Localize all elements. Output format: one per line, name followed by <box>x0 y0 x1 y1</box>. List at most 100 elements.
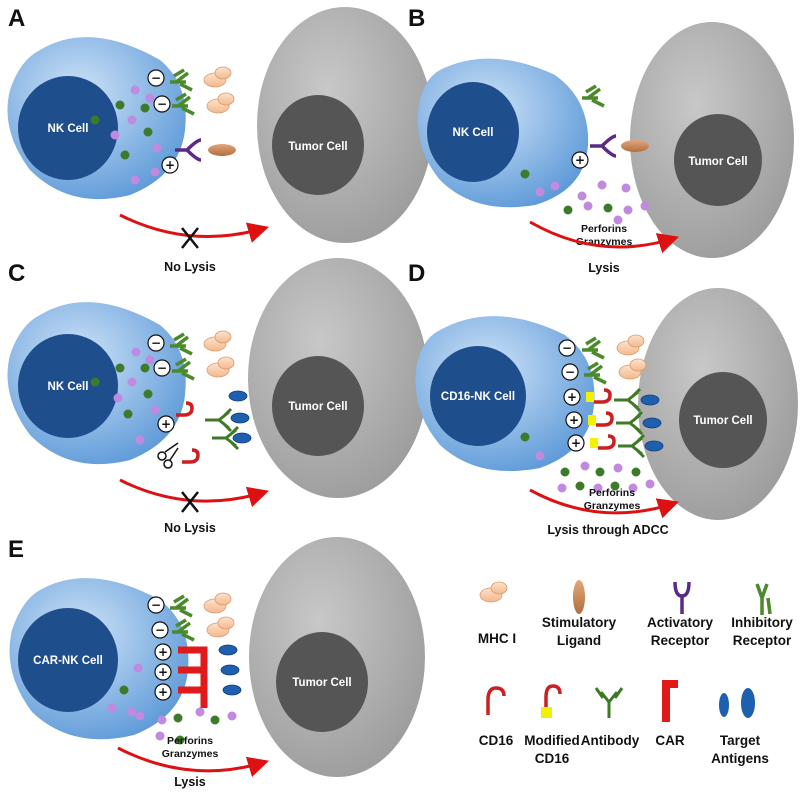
release-line2-d: Granzymes <box>584 500 641 512</box>
legend-cd16: CD16 <box>479 686 514 748</box>
nk-label-e: CAR-NK Cell <box>33 655 103 667</box>
legend-stim-line1: Stimulatory <box>542 615 617 630</box>
activatory-receptor-icon <box>673 581 691 614</box>
receptors-d: − − + + + <box>558 334 664 459</box>
legend-car: CAR <box>655 680 685 748</box>
target-antigen-icon <box>741 688 755 718</box>
svg-text:+: + <box>161 417 171 431</box>
svg-text:−: − <box>157 97 167 111</box>
legend-antibody-label: Antibody <box>581 733 640 748</box>
granules-e <box>107 663 237 745</box>
tumor-label-d: Tumor Cell <box>693 415 752 427</box>
cd16-icon <box>486 686 506 715</box>
legend-car-label: CAR <box>655 733 684 748</box>
svg-text:+: + <box>158 685 168 699</box>
legend-target-antigens: Target Antigens <box>711 688 769 766</box>
legend-activatory: Activatory Receptor <box>647 581 714 648</box>
receptors-a: − − + <box>147 66 236 174</box>
svg-text:+: + <box>158 665 168 679</box>
outcome-d: Lysis through ADCC <box>547 523 668 537</box>
legend-tgt-line1: Target <box>720 733 761 748</box>
legend-inhibitory: Inhibitory Receptor <box>731 583 793 648</box>
legend-act-line1: Activatory <box>647 615 714 630</box>
legend-act-line2: Receptor <box>651 633 710 648</box>
outcome-a: No Lysis <box>164 260 216 274</box>
legend-mhc: MHC I <box>478 581 516 646</box>
granules-c <box>90 347 160 445</box>
legend-modified-cd16: Modified CD16 <box>524 684 580 766</box>
inhibitory-receptor-icon <box>755 583 772 615</box>
panel-d: D Tumor Cell CD16-NK Cell − − + + + <box>408 260 798 537</box>
tumor-nucleus-d <box>679 372 767 468</box>
release-line2-e: Granzymes <box>162 748 219 760</box>
panel-letter-a: A <box>8 5 25 32</box>
arrow-b <box>529 220 680 254</box>
granules-b <box>520 169 650 225</box>
svg-text:−: − <box>157 361 167 375</box>
tumor-label-e: Tumor Cell <box>292 677 351 689</box>
legend: MHC I Stimulatory Ligand Activatory Rece… <box>478 580 793 766</box>
svg-text:+: + <box>571 436 581 450</box>
nk-label-c: NK Cell <box>48 381 89 393</box>
cross-icon-a <box>181 227 199 249</box>
nk-label-b: NK Cell <box>453 127 494 139</box>
legend-antibody: Antibody <box>581 687 640 748</box>
receptors-b: + <box>571 84 649 169</box>
legend-inh-line1: Inhibitory <box>731 615 793 630</box>
panel-a: A Tumor Cell NK Cell − − + No Lysis <box>7 5 433 274</box>
legend-mhc-label: MHC I <box>478 631 516 646</box>
release-line1-b: Perforins <box>581 223 627 235</box>
tumor-nucleus-c <box>272 356 364 456</box>
tumor-nucleus-a <box>272 95 364 195</box>
svg-text:−: − <box>565 365 575 379</box>
nk-label-d: CD16-NK Cell <box>441 391 515 403</box>
tumor-nucleus-e <box>276 632 368 732</box>
svg-text:−: − <box>151 336 161 350</box>
svg-text:+: + <box>567 390 577 404</box>
panel-letter-c: C <box>8 260 25 287</box>
antibody-icon <box>594 687 624 718</box>
nk-label-a: NK Cell <box>48 123 89 135</box>
outcome-e: Lysis <box>174 775 206 789</box>
panel-letter-b: B <box>408 5 425 32</box>
outcome-c: No Lysis <box>164 521 216 535</box>
outcome-b: Lysis <box>588 261 620 275</box>
legend-cd16-label: CD16 <box>479 733 514 748</box>
arrow-e <box>117 746 270 777</box>
car-icon <box>662 680 678 722</box>
nk-nucleus-d <box>430 346 526 446</box>
release-line1-e: Perforins <box>167 735 213 747</box>
panel-letter-d: D <box>408 260 425 287</box>
legend-mod-line1: Modified <box>524 733 580 748</box>
nk-nucleus-e <box>18 608 118 712</box>
panel-c: C Tumor Cell NK Cell − − + <box>7 258 428 535</box>
svg-text:−: − <box>151 71 161 85</box>
receptors-e: − − + + + <box>147 592 242 708</box>
legend-stim-ligand: Stimulatory Ligand <box>542 580 617 648</box>
nk-nucleus-b <box>427 82 519 182</box>
svg-text:+: + <box>569 413 579 427</box>
panel-letter-e: E <box>8 536 24 563</box>
panel-e: E Tumor Cell CAR-NK Cell − − + + + Perfo… <box>8 536 425 789</box>
mhc-icon <box>479 581 508 603</box>
svg-text:+: + <box>575 153 585 167</box>
tumor-label-b: Tumor Cell <box>688 156 747 168</box>
legend-tgt-line2: Antigens <box>711 751 769 766</box>
svg-text:+: + <box>165 158 175 172</box>
scissors-icon <box>157 442 179 469</box>
legend-inh-line2: Receptor <box>733 633 792 648</box>
target-antigen-icon <box>719 693 729 717</box>
svg-text:+: + <box>158 645 168 659</box>
svg-text:−: − <box>562 341 572 355</box>
tumor-label-c: Tumor Cell <box>288 401 347 413</box>
nk-nucleus-a <box>18 76 118 180</box>
nk-nucleus-c <box>18 334 118 438</box>
receptors-c: − − + <box>147 330 252 464</box>
svg-text:−: − <box>155 623 165 637</box>
modified-cd16-icon <box>541 707 552 718</box>
tumor-nucleus-b <box>674 114 762 206</box>
stimulatory-ligand-icon <box>573 580 585 614</box>
granules-d <box>520 432 655 493</box>
svg-text:−: − <box>151 598 161 612</box>
